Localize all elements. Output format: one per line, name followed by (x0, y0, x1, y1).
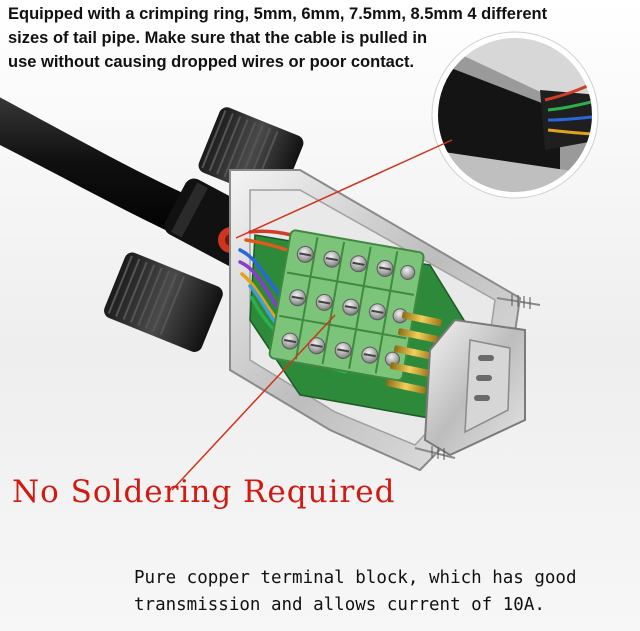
no-soldering-headline: No Soldering Required (12, 474, 396, 510)
caption-line-2: sizes of tail pipe. Make sure that the c… (8, 29, 428, 47)
caption-line-1: Equipped with a crimping ring, 5mm, 6mm,… (8, 5, 548, 23)
crimping-ring-caption: Equipped with a crimping ring, 5mm, 6mm,… (8, 2, 628, 74)
caption-line-3: use without causing dropped wires or poo… (8, 53, 415, 71)
terminal-block-caption: Pure copper terminal block, which has go… (134, 565, 634, 619)
terminal-caption-line-2: transmission and allows current of 10A. (134, 595, 545, 615)
terminal-caption-line-1: Pure copper terminal block, which has go… (134, 568, 577, 588)
